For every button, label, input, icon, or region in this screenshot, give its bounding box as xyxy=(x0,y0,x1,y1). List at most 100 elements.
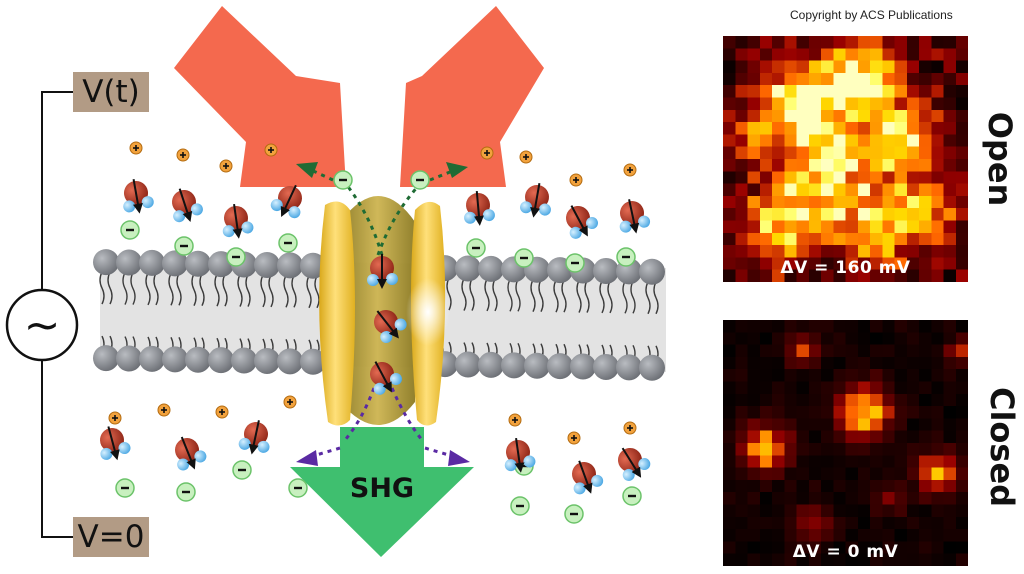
shg-output-arrow: SHG xyxy=(290,427,474,557)
anion-icon xyxy=(616,247,636,267)
lipid-head xyxy=(639,258,665,285)
anion-icon xyxy=(564,504,584,524)
anion-icon xyxy=(565,253,585,273)
water-molecule xyxy=(237,419,275,455)
anion-icon xyxy=(466,238,486,258)
ac-source-symbol: ~ xyxy=(24,300,61,351)
lipid-head xyxy=(116,345,142,372)
anion-icon xyxy=(514,248,534,268)
incident-laser-arrows xyxy=(174,6,544,187)
water-molecule xyxy=(501,437,537,473)
water-molecule xyxy=(367,254,398,289)
shg-label: SHG xyxy=(350,473,414,504)
laser-arrow-left xyxy=(174,6,346,187)
lipid-head xyxy=(478,351,504,378)
exit-arrowhead xyxy=(448,450,470,466)
anion-icon xyxy=(278,233,298,253)
cation-icon xyxy=(519,150,533,164)
lipid-head xyxy=(616,354,642,381)
lipid-head xyxy=(455,255,481,282)
lipid-head xyxy=(185,250,211,277)
anion-icon xyxy=(115,478,135,498)
lipid-head xyxy=(116,249,142,276)
laser-arrow-right xyxy=(400,6,544,187)
water-molecule xyxy=(519,182,555,218)
cation-icon xyxy=(480,146,494,160)
heatmap-closed xyxy=(723,320,968,566)
water-molecule xyxy=(565,457,606,497)
anion-icon xyxy=(410,170,430,190)
cation-icon xyxy=(283,395,297,409)
water-molecule xyxy=(268,180,310,222)
lipid-head xyxy=(277,348,303,375)
channel-wall-left xyxy=(319,201,355,426)
lipid-head xyxy=(593,353,619,380)
water-molecule xyxy=(219,203,255,239)
ac-source-icon xyxy=(5,288,79,362)
lipid-head xyxy=(547,353,573,380)
exit-arrowhead xyxy=(446,162,468,178)
water-molecule xyxy=(168,432,209,473)
delta-v-open: ΔV = 160 mV xyxy=(780,258,911,278)
shg-image-closed: ΔV = 0 mV xyxy=(723,320,968,566)
lipid-head xyxy=(231,347,257,374)
anion-icon xyxy=(232,460,252,480)
anion-icon xyxy=(176,482,196,502)
exit-arrowhead xyxy=(296,450,318,466)
voltage-label-bottom: V=0 xyxy=(73,517,149,557)
exit-arrowhead xyxy=(296,162,318,178)
copyright-notice: Copyright by ACS Publications xyxy=(790,8,953,22)
anion-icon xyxy=(120,220,140,240)
ion-channel-protein xyxy=(319,196,450,426)
cation-icon xyxy=(219,159,233,173)
lipid-head xyxy=(570,353,596,380)
lipid-head xyxy=(139,345,165,372)
lipid-head xyxy=(93,249,119,276)
lipid-head xyxy=(455,351,481,378)
lipid-head xyxy=(478,255,504,282)
water-molecule xyxy=(559,199,601,241)
anion-icon xyxy=(510,496,530,516)
anion-icon xyxy=(333,170,353,190)
anion-icon xyxy=(174,236,194,256)
ion-paths xyxy=(310,168,453,458)
anion-icon xyxy=(288,478,308,498)
anion-icon xyxy=(622,486,642,506)
lipid-head xyxy=(277,252,303,279)
cation-icon xyxy=(623,421,637,435)
lipid-head xyxy=(185,346,211,373)
lipid-head xyxy=(208,347,234,374)
cation-icon xyxy=(567,431,581,445)
lipid-head xyxy=(162,250,188,277)
water-molecule xyxy=(363,355,405,397)
cation-icon xyxy=(569,173,583,187)
cation-icon xyxy=(264,143,278,157)
lipid-head xyxy=(162,346,188,373)
lipid-head xyxy=(139,249,165,276)
water-molecule xyxy=(166,185,205,224)
lipid-head xyxy=(639,354,665,381)
water-molecule xyxy=(610,441,654,484)
lipid-head xyxy=(300,348,326,375)
lipid-head xyxy=(254,251,280,278)
cation-icon xyxy=(623,163,637,177)
water-molecule xyxy=(614,197,652,234)
cation-icon xyxy=(176,148,190,162)
ions-and-water xyxy=(94,141,654,524)
voltage-circuit: ~ xyxy=(5,91,79,538)
water-molecule xyxy=(94,424,133,462)
water-molecule xyxy=(462,190,496,226)
lipid-head xyxy=(300,252,326,279)
anion-icon xyxy=(226,247,246,267)
water-molecule xyxy=(119,178,155,214)
water-molecule xyxy=(366,302,410,346)
lipid-head xyxy=(593,257,619,284)
shg-image-open: ΔV = 160 mV xyxy=(723,36,968,282)
cation-icon xyxy=(129,141,143,155)
state-label-open: Open xyxy=(981,111,1019,207)
cation-icon xyxy=(157,403,171,417)
voltage-label-top: V(t) xyxy=(73,72,149,112)
lipid-head xyxy=(93,345,119,372)
delta-v-closed: ΔV = 0 mV xyxy=(792,542,899,562)
